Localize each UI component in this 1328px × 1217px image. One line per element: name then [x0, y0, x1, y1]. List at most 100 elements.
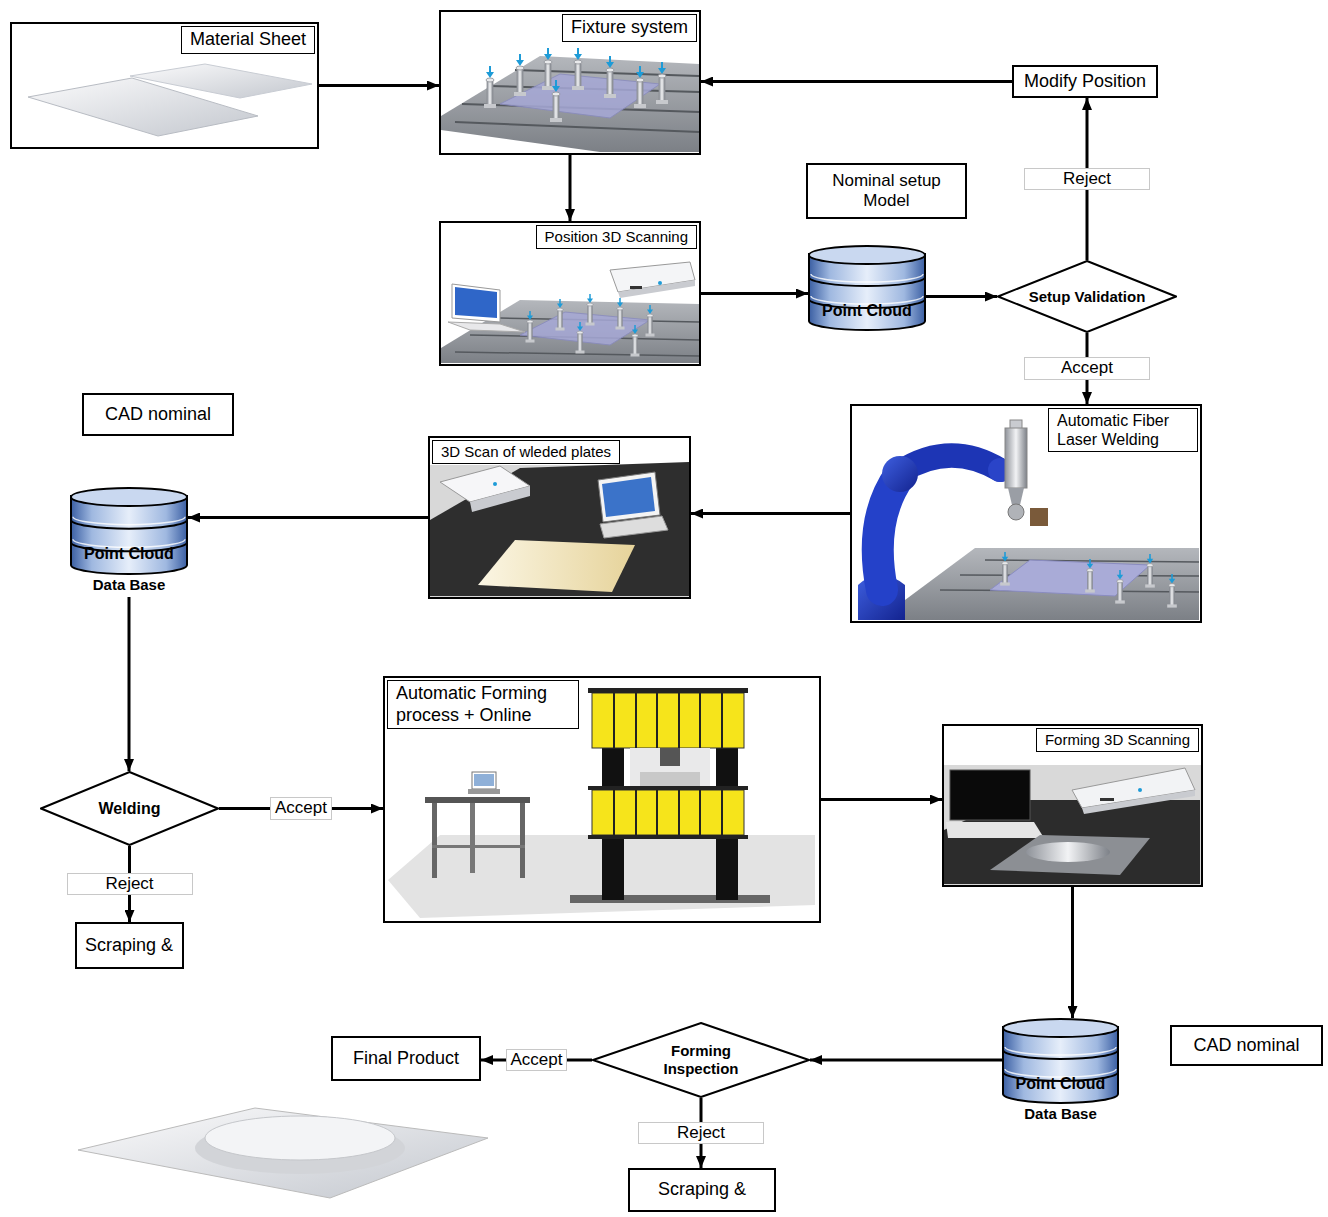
- welded-plate-scan: [600, 516, 668, 538]
- scanning-setup: [556, 299, 565, 331]
- scanning-setup: [586, 294, 595, 326]
- scanning-setup: [520, 312, 650, 345]
- laser-welding-robot: [1167, 574, 1177, 608]
- edge-label: Reject: [638, 1122, 764, 1144]
- laser-welding-robot: [990, 560, 1150, 596]
- final-product-part: [205, 1116, 395, 1160]
- box-text: Nominal setup Model: [819, 171, 954, 212]
- panel-label: Material Sheet: [181, 26, 315, 54]
- database-cylinder: Point Cloud: [808, 245, 926, 331]
- database-cylinder: Point CloudData Base: [70, 487, 188, 597]
- panel-label: Forming 3D Scanning: [1036, 728, 1199, 752]
- cylinder-text: Point Cloud: [1002, 1075, 1119, 1093]
- forming-scan: [944, 765, 1201, 885]
- final-product-part: [78, 1108, 488, 1198]
- edge-label: Accept: [506, 1049, 568, 1071]
- laser-welding-robot: [1030, 508, 1048, 526]
- forming-press: [472, 772, 496, 789]
- forming-press: [432, 803, 437, 878]
- scanning-setup: [441, 262, 699, 363]
- connector-arrow: [319, 84, 439, 87]
- forming-press: [470, 803, 475, 873]
- database-cylinder-shape: [809, 254, 925, 330]
- image-panel: 3D Scan of wleded plates: [428, 436, 691, 599]
- laser-welding-robot: [1085, 559, 1095, 593]
- forming-scan: [950, 770, 1030, 820]
- laser-welding-robot: [882, 456, 918, 492]
- database-cylinder-top: [809, 246, 925, 264]
- database-cylinder: Point CloudData Base: [1002, 1018, 1119, 1126]
- forming-scan: [990, 835, 1150, 875]
- welded-plate-scan: [493, 482, 497, 486]
- laser-welding-robot: [905, 548, 1199, 620]
- forming-press: [388, 835, 815, 918]
- scanning-setup: [631, 325, 640, 357]
- forming-press: [640, 772, 700, 786]
- diamond-text: Setup Validation: [1029, 288, 1146, 306]
- material-sheets: [28, 78, 258, 136]
- database-cylinder-band: [1005, 1047, 1116, 1055]
- forming-press: [474, 774, 494, 786]
- laser-welding-robot: [1008, 504, 1024, 520]
- scanning-setup: [658, 281, 662, 285]
- scanning-setup: [618, 280, 695, 298]
- decision-diamond-outline: [41, 772, 218, 845]
- decision-diamond: Forming Inspection: [592, 1022, 810, 1098]
- edge-label: Accept: [270, 797, 332, 819]
- cylinder-text: Point Cloud: [70, 545, 188, 563]
- fixture-table: [484, 66, 496, 108]
- forming-press: [570, 895, 770, 903]
- forming-press: [520, 803, 525, 878]
- connector-arrow: [569, 155, 572, 221]
- process-box: CAD nominal: [82, 393, 234, 436]
- database-cylinder-top: [1003, 1019, 1118, 1037]
- fixture-table: [441, 56, 699, 152]
- scanning-setup: [452, 284, 500, 322]
- edge-label: Reject: [67, 873, 193, 895]
- laser-welding-robot: [1008, 488, 1024, 505]
- process-box: Scraping &: [75, 922, 184, 969]
- connector-arrow: [1071, 887, 1074, 1018]
- database-cylinder-shape: [71, 496, 187, 574]
- connector-arrow: [810, 1059, 1002, 1062]
- database-cylinder-top: [71, 488, 187, 506]
- forming-press: [660, 748, 680, 766]
- welded-plate-scan: [430, 462, 689, 596]
- database-cylinder-shape: [1003, 1027, 1118, 1103]
- connector-arrow: [701, 80, 1012, 83]
- laser-welding-robot: [1115, 570, 1125, 604]
- connector-arrow: [188, 516, 428, 519]
- fixture-table: [441, 48, 699, 152]
- image-panel: Forming 3D Scanning: [942, 724, 1203, 887]
- welded-plate-scan: [430, 462, 689, 597]
- box-text: Scraping &: [85, 935, 173, 957]
- laser-welding-robot: [1005, 428, 1027, 488]
- forming-press: [468, 789, 500, 794]
- box-text: CAD nominal: [1193, 1035, 1299, 1057]
- process-box: Nominal setup Model: [806, 163, 967, 219]
- connector-arrow: [691, 512, 850, 515]
- forming-press: [588, 688, 748, 693]
- decision-diamond: Setup Validation: [997, 260, 1177, 333]
- cylinder-caption: Data Base: [1002, 1105, 1119, 1122]
- process-box: Modify Position: [1012, 65, 1158, 98]
- scanning-setup: [630, 286, 642, 289]
- fixture-table: [550, 80, 562, 122]
- image-panel: Automatic Forming process + Online: [383, 676, 821, 923]
- image-panel: Automatic Fiber Laser Welding: [850, 404, 1202, 623]
- connector-arrow: [701, 292, 808, 295]
- fixture-table: [604, 56, 616, 98]
- forming-scan: [1026, 842, 1110, 862]
- connector-arrow: [821, 798, 942, 801]
- laser-welding-robot: [878, 475, 900, 590]
- welded-plate-scan: [470, 486, 530, 512]
- forming-scan: [1138, 788, 1142, 792]
- scanning-setup: [526, 311, 535, 343]
- welded-plate-scan: [598, 472, 660, 522]
- forming-press: [592, 790, 744, 835]
- panel-label: Fixture system: [562, 14, 697, 42]
- fixture-table: [656, 62, 668, 104]
- decision-diamond-outline: [998, 261, 1176, 332]
- database-cylinder-band: [811, 274, 923, 282]
